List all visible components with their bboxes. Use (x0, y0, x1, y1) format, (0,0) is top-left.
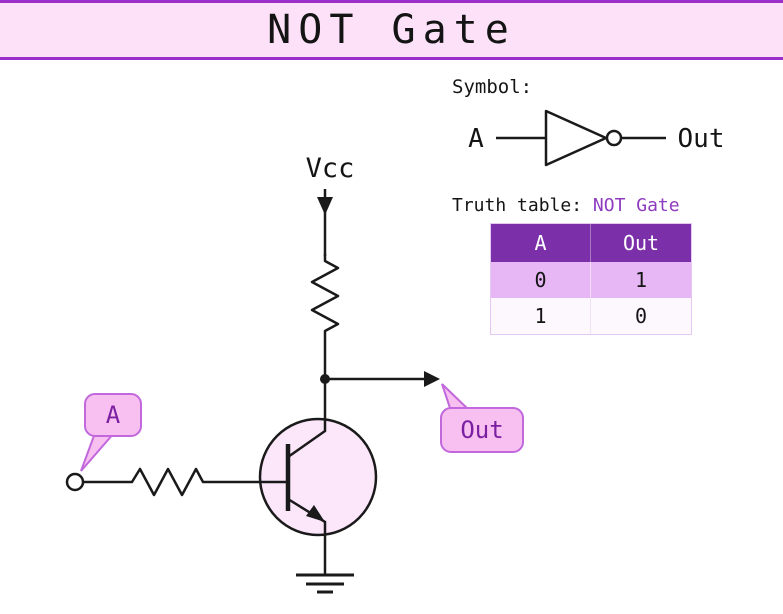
base-resistor (125, 467, 215, 497)
truth-table-header-a: A (491, 224, 591, 262)
truth-table-caption-prefix: Truth table: (452, 195, 593, 216)
vcc-label: Vcc (306, 153, 355, 184)
output-arrow-icon (424, 371, 440, 387)
input-bubble-label: A (106, 401, 121, 429)
not-gate-symbol-icon: A Out (468, 109, 725, 167)
truth-table-gate-name: NOT Gate (592, 195, 680, 216)
circuit-diagram: Vcc Out A (65, 153, 524, 594)
truth-table: A Out 0 1 1 0 (490, 223, 692, 335)
truth-table-cell: 0 (591, 298, 691, 334)
vcc-arrow-icon (317, 197, 333, 215)
gate-triangle (544, 109, 608, 167)
output-bubble-label: Out (460, 416, 503, 444)
truth-table-cell: 1 (491, 298, 591, 334)
gate-output-label: Out (678, 124, 725, 154)
output-bubble (440, 407, 524, 453)
pullup-resistor (310, 254, 340, 340)
gate-inversion-bubble (605, 129, 623, 147)
input-bubble-tail (80, 432, 117, 472)
ground-icon (296, 573, 354, 594)
symbol-section-label: Symbol: (452, 76, 533, 98)
title-bar: NOT Gate (0, 0, 783, 60)
input-terminal (65, 472, 85, 492)
truth-table-caption: Truth table: NOT Gate (452, 195, 680, 216)
truth-table-cell: 0 (491, 262, 591, 298)
page-title: NOT Gate (267, 7, 516, 53)
input-bubble (84, 393, 142, 437)
output-bubble-tail (441, 383, 473, 412)
collector-wire (287, 379, 327, 459)
emitter-arrow-icon (306, 505, 325, 522)
truth-table-header-out: Out (591, 224, 691, 262)
truth-table-cell: 1 (591, 262, 691, 298)
gate-input-label: A (468, 124, 484, 154)
